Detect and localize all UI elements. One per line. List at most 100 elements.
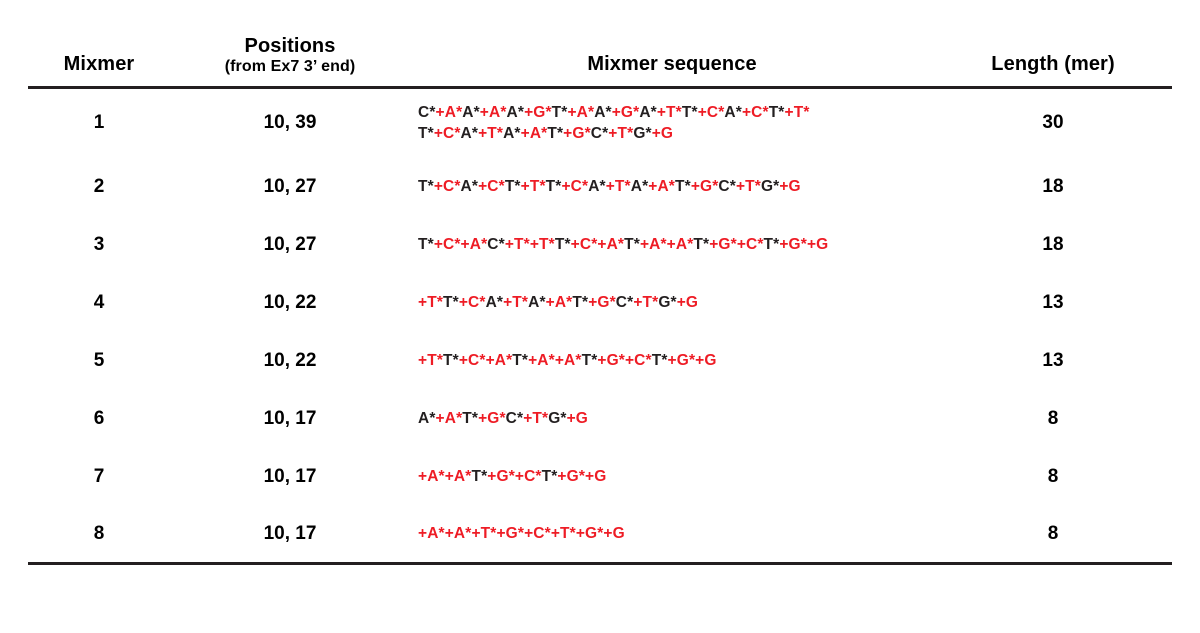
sequence-token-modified: +T* <box>504 235 530 253</box>
cell-sequence: +A*+A*T*+G*+C*T*+G*+G <box>410 448 934 506</box>
cell-length: 8 <box>1047 407 1059 429</box>
cell-length: 8 <box>934 505 1172 565</box>
column-header-positions-sublabel: (from Ex7 3’ end) <box>224 57 356 75</box>
sequence-token-modified: +G <box>695 351 717 369</box>
sequence-token-modified: +G* <box>524 103 552 121</box>
sequence-token-modified: +T* <box>418 293 444 311</box>
cell-sequence: T*+C*A*+C*T*+T*T*+C*A*+T*A*+A*T*+G*C*+T*… <box>410 158 934 216</box>
column-header-positions: Positions (from Ex7 3’ end) <box>170 0 410 89</box>
cell-mixmer: 4 <box>93 291 105 313</box>
sequence-token-modified: +G* <box>611 103 640 121</box>
sequence-token-modified: +A* <box>567 103 595 121</box>
sequence-token-plain: T* <box>624 235 640 253</box>
cell-sequence: C*+A*A*+A*A*+G*T*+A*A*+G*A*+T*T*+C*A*+C*… <box>410 88 934 158</box>
sequence-token-modified: +T* <box>608 125 634 143</box>
cell-sequence: +A*+A*+T*+G*+C*+T*+G*+G <box>410 505 934 565</box>
sequence-token-plain: T* <box>581 351 598 369</box>
cell-positions: 10, 17 <box>263 407 317 429</box>
sequence-token-modified: +T* <box>550 525 576 543</box>
sequence-token-plain: T* <box>554 235 571 253</box>
sequence-token-plain: T* <box>443 351 459 369</box>
column-header-length: Length (mer) <box>934 0 1172 89</box>
sequence-token-modified: +C* <box>458 351 486 369</box>
sequence-token-modified: +A* <box>648 177 675 195</box>
sequence-token-plain: G* <box>548 409 567 427</box>
cell-length: 30 <box>1042 112 1064 134</box>
sequence-token-plain: G* <box>658 293 677 311</box>
column-header-length-label: Length (mer) <box>991 53 1115 75</box>
sequence-token-plain: T* <box>471 467 488 485</box>
sequence-token-plain: T* <box>504 177 521 195</box>
sequence-token-plain: T* <box>512 351 529 369</box>
column-header-mixmer: Mixmer <box>28 0 170 89</box>
sequence-line: A*+A*T*+G*C*+T*G*+G <box>418 408 934 429</box>
sequence-token-modified: +C* <box>624 351 652 369</box>
sequence-token-modified: +G <box>585 467 607 485</box>
sequence-token-modified: +G <box>603 525 625 543</box>
sequence-token-plain: T* <box>763 235 780 253</box>
sequence-token-modified: +A* <box>528 351 555 369</box>
sequence-token-modified: +G* <box>487 467 515 485</box>
cell-sequence: A*+A*T*+G*C*+T*G*+G <box>410 390 934 448</box>
sequence-token-modified: +G* <box>496 525 525 543</box>
sequence-line: +T*T*+C*A*+T*A*+A*T*+G*C*+T*G*+G <box>418 292 934 313</box>
cell-mixmer: 6 <box>93 407 105 429</box>
sequence-token-modified: +A* <box>520 125 548 143</box>
sequence-token-plain: A* <box>460 177 479 195</box>
cell-mixmer: 1 <box>93 112 105 134</box>
sequence-token-plain: G* <box>633 125 652 143</box>
sequence-token-plain: A* <box>639 103 657 121</box>
sequence-token-plain: T* <box>651 351 668 369</box>
cell-positions: 10, 39 <box>263 112 317 134</box>
cell-positions: 10, 27 <box>263 175 317 197</box>
cell-length: 18 <box>1042 233 1064 255</box>
cell-length: 13 <box>1042 349 1064 371</box>
sequence-token-modified: +C* <box>736 235 764 253</box>
sequence-token-modified: +G* <box>709 235 737 253</box>
sequence-token-modified: +A* <box>435 103 463 121</box>
sequence-token-plain: T* <box>462 409 479 427</box>
cell-sequence: +T*T*+C*A*+T*A*+A*T*+G*C*+T*G*+G <box>410 274 934 332</box>
sequence-token-modified: +T* <box>503 293 529 311</box>
sequence-token-modified: +T* <box>520 177 546 195</box>
cell-length: 18 <box>1042 175 1064 197</box>
sequence-token-modified: +A* <box>666 235 694 253</box>
sequence-token-plain: A* <box>588 177 606 195</box>
sequence-token-plain: T* <box>572 293 589 311</box>
cell-mixmer: 3 <box>93 233 105 255</box>
sequence-token-plain: A* <box>528 293 546 311</box>
sequence-token-plain: A* <box>503 125 521 143</box>
column-header-positions-label: Positions <box>244 34 336 57</box>
cell-mixmer: 5 <box>93 349 105 371</box>
sequence-token-plain: C* <box>590 125 609 143</box>
sequence-token-plain: A* <box>630 177 649 195</box>
sequence-token-plain: T* <box>418 235 434 253</box>
sequence-line: T*+C*+A*C*+T*+T*T*+C*+A*T*+A*+A*T*+G*+C*… <box>418 234 934 255</box>
sequence-token-modified: +A* <box>554 351 582 369</box>
sequence-token-modified: +T* <box>478 125 504 143</box>
sequence-token-modified: +A* <box>418 525 445 543</box>
cell-sequence: T*+C*+A*C*+T*+T*T*+C*+A*T*+A*+A*T*+G*+C*… <box>410 216 934 274</box>
sequence-token-plain: T* <box>675 177 691 195</box>
sequence-token-modified: +T* <box>529 235 555 253</box>
sequence-token-modified: +C* <box>570 235 598 253</box>
sequence-token-plain: T* <box>418 177 434 195</box>
sequence-token-plain: A* <box>460 125 479 143</box>
cell-positions: 10, 22 <box>263 291 317 313</box>
cell-positions: 10, 17 <box>170 505 410 565</box>
sequence-token-modified: +A* <box>418 467 445 485</box>
sequence-token-modified: +T* <box>605 177 631 195</box>
sequence-token-plain: C* <box>505 409 524 427</box>
sequence-token-plain: C* <box>418 103 436 121</box>
sequence-token-modified: +C* <box>524 525 551 543</box>
sequence-token-plain: T* <box>693 235 710 253</box>
sequence-token-plain: A* <box>724 103 742 121</box>
sequence-token-modified: +C* <box>433 235 461 253</box>
sequence-token-modified: +G <box>806 235 829 253</box>
